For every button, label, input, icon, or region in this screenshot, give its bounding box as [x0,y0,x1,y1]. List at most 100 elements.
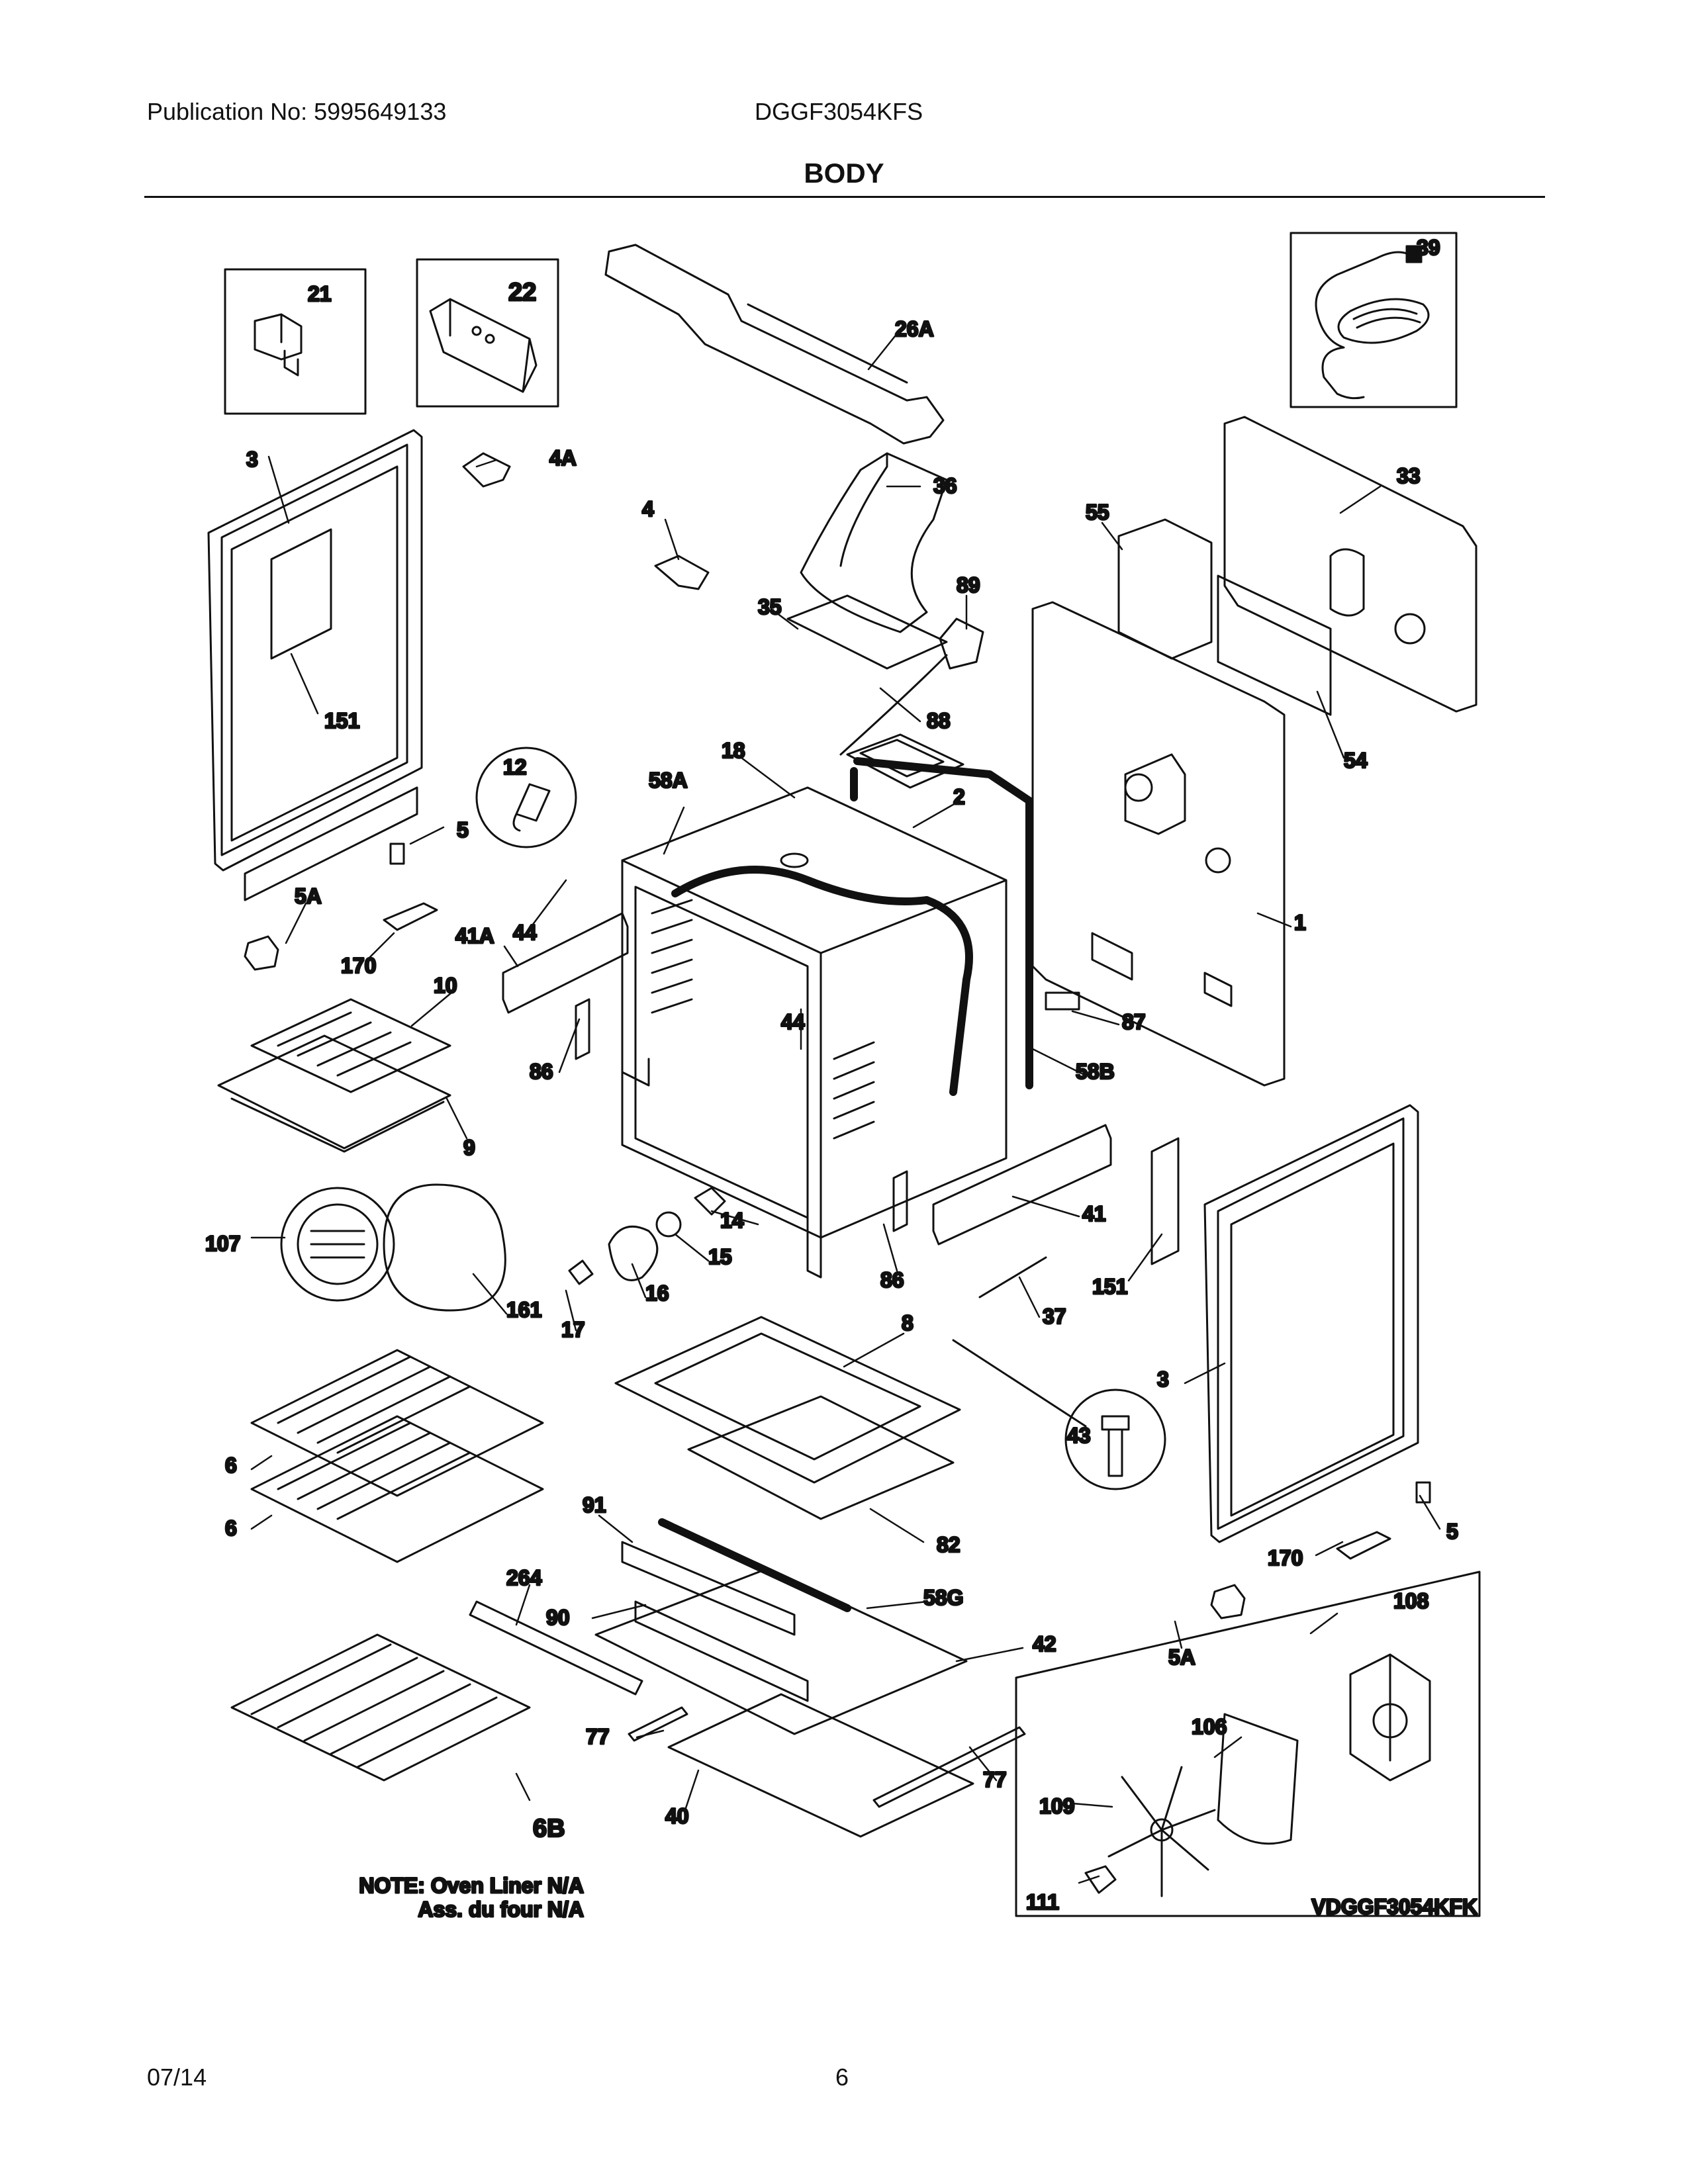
part-91-burner-bracket [621,1541,796,1636]
variant-model: VDGGF3054KFK [1311,1895,1477,1919]
part-33-rear-panel [1223,416,1477,713]
callout-86b: 86 [880,1268,904,1292]
model-number: DGGF3054KFS [755,98,923,125]
part-170-clip-a [383,902,438,931]
part-14-lamp-socket [694,1187,726,1216]
callout-91: 91 [583,1493,606,1517]
callout-106: 106 [1192,1715,1227,1739]
part-21-clip [254,313,303,377]
part-1-back-frame [1031,601,1286,1087]
part-5-leveler-a [389,842,405,865]
part-90-burner-tube [634,1600,809,1702]
callout-9: 9 [463,1136,475,1160]
part-55-shield [1117,518,1213,660]
callout-39: 39 [1417,236,1440,259]
part-86-bracket-a [575,998,590,1060]
callout-90: 90 [546,1606,570,1629]
callout-36: 36 [933,474,957,498]
part-39-power-cord [1315,245,1430,400]
part-9-broiler-pan [217,1034,451,1153]
callout-12: 12 [503,755,527,779]
callout-54: 54 [1344,749,1368,772]
part-151-bracket-b [1150,1137,1180,1265]
part-3-right-side-panel [1203,1104,1419,1543]
callout-6b: 6 [225,1516,237,1540]
callout-3b: 3 [1157,1367,1169,1391]
callout-26a: 26A [895,317,934,341]
callout-77b: 77 [983,1768,1007,1792]
part-106-fan-shroud [1217,1713,1299,1845]
part-3-left-side-panel [207,429,423,901]
part-161-convection-element [383,1183,506,1312]
callout-107: 107 [205,1232,240,1255]
callout-5a-leg-b: 5A [1168,1645,1196,1669]
part-17-lamp-clip [568,1259,594,1285]
footer-date: 07/14 [147,2064,207,2091]
part-37-wire [978,1256,1047,1298]
callout-35: 35 [758,595,782,619]
callout-170b: 170 [1268,1546,1303,1570]
callout-44a: 44 [513,921,537,944]
callout-111: 111 [1026,1890,1059,1914]
part-35-plate [786,594,948,670]
part-107-fan-cover [280,1187,395,1302]
inset-box-39 [1289,232,1458,408]
part-77-slide-left [628,1706,688,1742]
callout-58a: 58A [649,768,688,792]
part-10-broiler-grid [250,998,451,1093]
part-108-fan-motor [1349,1653,1431,1782]
part-6b-rack [230,1633,531,1782]
callout-16: 16 [645,1281,669,1305]
part-12-sensor-body [512,783,551,832]
part-170-clip-b [1336,1531,1391,1560]
part-6-rack-upper [250,1349,544,1497]
part-89-sensor [839,617,984,756]
section-title: BODY [804,158,884,189]
part-111-fan-nut [1084,1865,1117,1894]
callout-77a: 77 [586,1725,610,1749]
callout-17: 17 [561,1318,585,1342]
leader-lines [250,335,1441,1884]
callout-82: 82 [937,1533,961,1557]
callout-86a: 86 [530,1060,553,1083]
footer-page-number: 6 [835,2064,849,2091]
callout-41: 41 [1082,1202,1106,1226]
callout-43: 43 [1067,1424,1091,1447]
part-26a-top-brace [604,244,945,445]
callout-88: 88 [927,709,951,733]
part-43-leader [952,1339,1087,1428]
callout-55: 55 [1086,500,1109,524]
inset-box-22 [416,258,559,408]
part-58g-insulation [658,1518,851,1612]
callout-170a: 170 [341,954,376,978]
part-109-fan-blade [1107,1766,1216,1897]
part-5a-leg-a [244,935,279,971]
part-54-rear-cover [1217,574,1332,716]
callout-21: 21 [308,282,332,306]
part-77-slide-right [872,1726,1026,1808]
part-58b-insulation [671,757,1033,1096]
callout-10: 10 [434,974,457,997]
part-5a-leg-b [1210,1584,1246,1619]
callout-109: 109 [1039,1794,1074,1818]
callout-1: 1 [1294,911,1306,934]
callout-4a: 4A [549,446,577,470]
inset-box-convection [1015,1570,1481,1917]
callout-37: 37 [1043,1304,1066,1328]
callout-40: 40 [665,1804,689,1828]
callout-89: 89 [957,573,980,597]
callout-5a: 5 [457,818,469,842]
note-ass-du-four: Ass. du four N/A [418,1897,584,1921]
part-16-lamp-lens [608,1225,659,1281]
callout-42: 42 [1033,1632,1056,1656]
callout-264: 264 [506,1566,542,1590]
part-82-baffle [687,1395,955,1520]
part-43-inset-circle [1064,1388,1166,1490]
callout-44b: 44 [781,1010,805,1034]
callout-22: 22 [508,279,536,306]
part-36-vent-duct [800,452,948,633]
part-8-oven-bottom [614,1316,961,1484]
part-264-rack-support [469,1600,643,1696]
callout-58b: 58B [1076,1060,1115,1083]
